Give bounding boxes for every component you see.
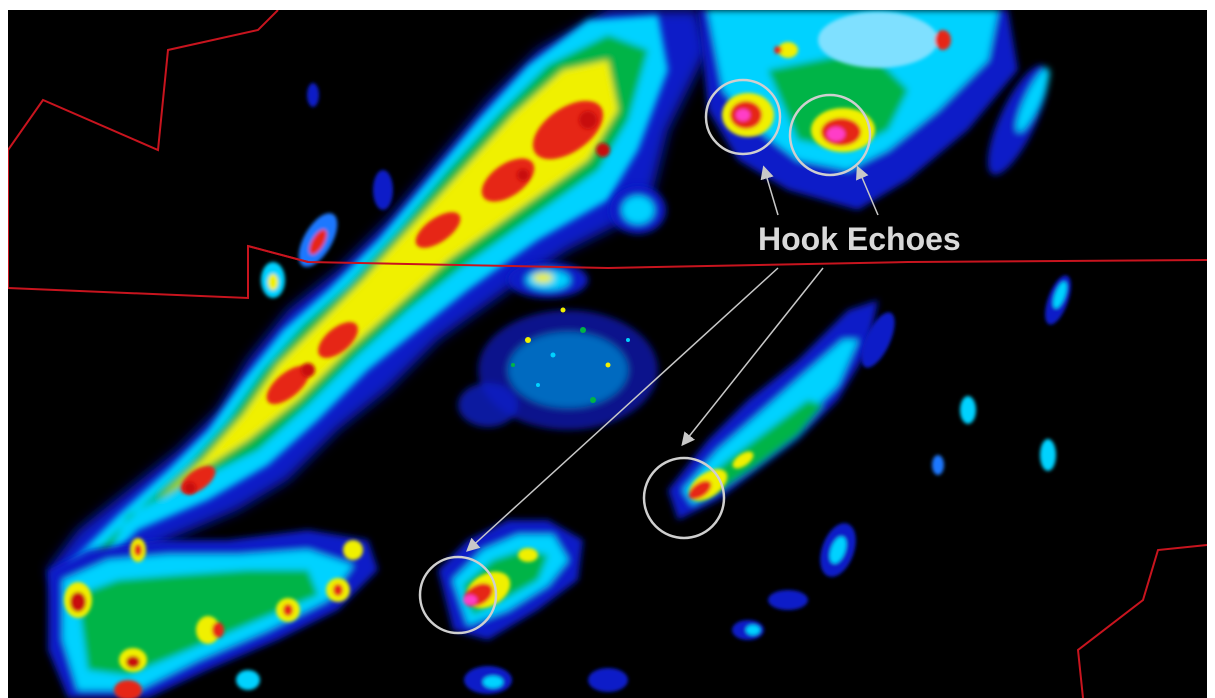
eastern-scattered-echoes (464, 275, 1071, 694)
northeast-storm-complex (610, 10, 1050, 234)
hook-echo-circle-icon (642, 456, 726, 540)
hook-echo-circle-icon (418, 555, 498, 635)
boundary-southeast (1076, 544, 1207, 698)
hook-echo-circle-icon (704, 78, 782, 156)
central-scattered-echoes (458, 262, 658, 430)
southern-supercell-right (668, 300, 878, 520)
scattered-echoes-west (261, 83, 393, 298)
state-boundaries (8, 10, 1207, 698)
boundary-horizontal (247, 245, 1207, 270)
pointer-arrow-icon (760, 165, 779, 216)
boundary-northwest (8, 10, 279, 152)
hook-echo-annotations: Hook Echoes (418, 78, 961, 635)
radar-canvas: Hook Echoes (8, 10, 1207, 698)
hook-echo-circle-icon (788, 93, 872, 177)
pointer-arrow-icon (681, 267, 824, 447)
squall-line-band (48, 10, 708, 620)
pointer-arrow-icon (856, 165, 879, 216)
central-speckles (511, 307, 630, 403)
radar-reflectivity-map: Hook Echoes (8, 10, 1207, 698)
hook-echoes-label: Hook Echoes (758, 221, 961, 257)
pointer-arrow-icon (466, 267, 779, 552)
southwest-band (48, 530, 378, 698)
